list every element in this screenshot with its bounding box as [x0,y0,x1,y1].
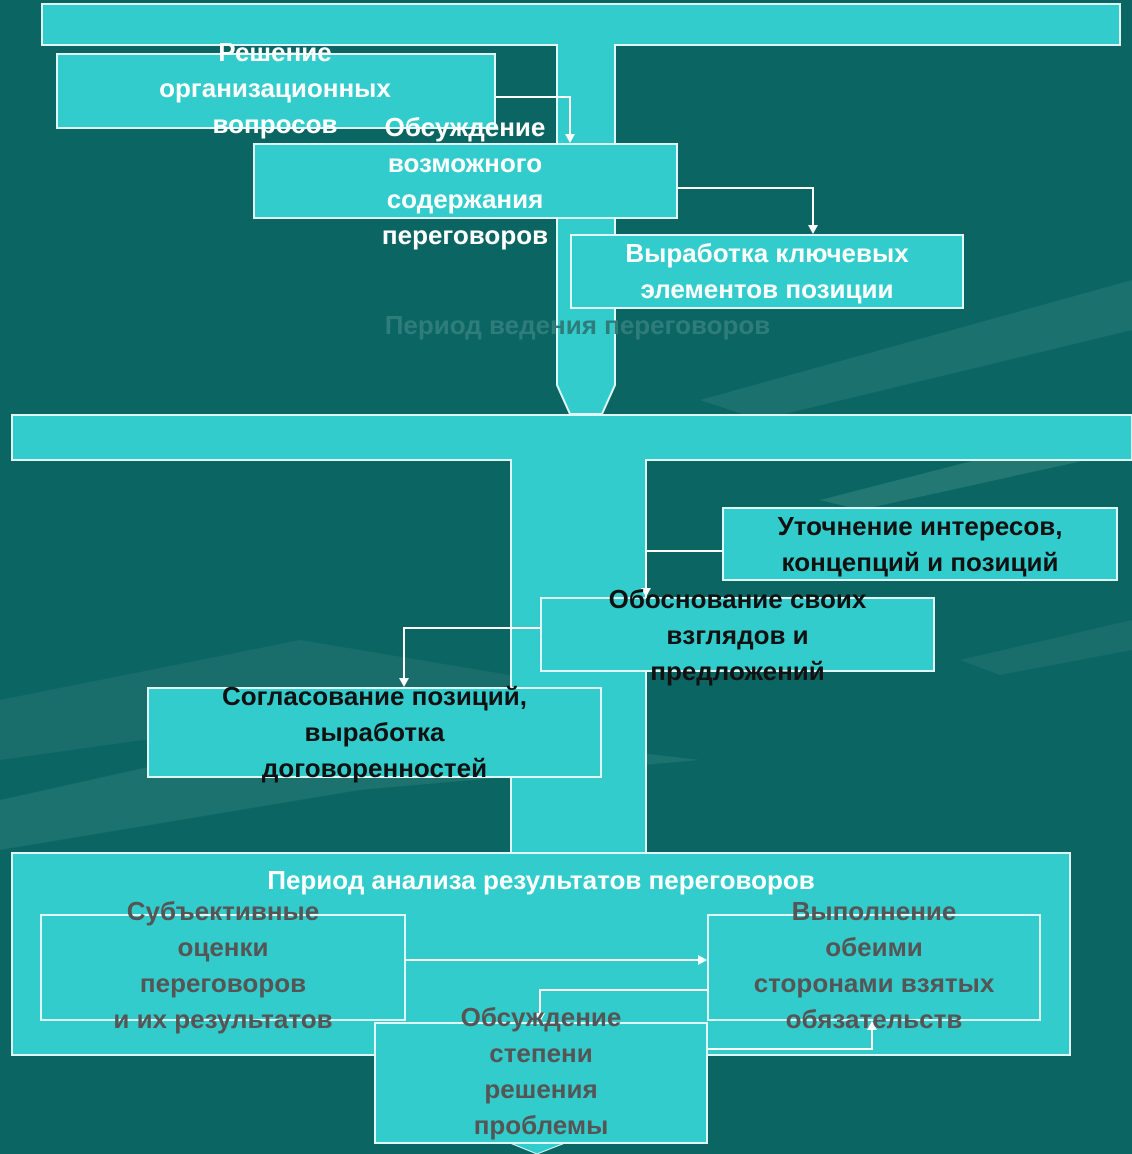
arrowhead [399,678,409,687]
stage3-step3-label: Обсуждение степени решения проблемы [460,1002,622,1140]
stage3-step1-box [40,914,406,1021]
arrowhead [535,1013,545,1022]
stage1-step1-label: Решение организационных вопросов [159,37,391,139]
stage3-step3-box [374,1022,708,1144]
decor-stroke [960,620,1132,675]
stage2-step3-box [147,687,602,778]
connector-s2-1-2 [645,550,722,594]
arrowhead [641,588,651,597]
stage1-step2-label: Обсуждение возможного содержания перегов… [381,112,549,250]
stage1-step3-label: Выработка ключевых элементов позиции [625,238,909,304]
stage2-step2-label: Обоснование своих взглядов и предложений [608,584,867,686]
stage2-title: Период ведения переговоров [384,310,771,340]
connector-s3-2-3 [539,989,707,1019]
connector-s1-2-3 [678,187,814,231]
arrowhead [698,955,707,965]
arrowhead [867,1021,877,1030]
decor-stroke [700,280,1132,420]
stage1-step3-box [570,234,964,309]
arrowhead [565,134,575,143]
stage2-step1-label: Уточнение интересов, концепций и позиций [777,511,1063,577]
stage2-step3-label: Согласование позиций, выработка договоре… [222,681,527,783]
stage1-step1-box [56,53,496,129]
stage3-step2-box [707,914,1041,1021]
connector-s1-1-2 [496,96,571,140]
stage2-step2-box [540,597,935,672]
stage1-step2-box [253,143,678,219]
stage3-step1-label: Субъективные оценки переговоров и их рез… [113,896,333,1034]
arrowhead [808,225,818,234]
stage3-step2-label: Выполнение обеими сторонами взятых обяза… [753,896,995,1034]
connector-s2-2-3 [403,627,540,684]
stage2-step1-box [722,507,1118,581]
stage3-title: Период анализа результатов переговоров [267,865,815,895]
connector-s3-3-2 [708,1024,873,1050]
